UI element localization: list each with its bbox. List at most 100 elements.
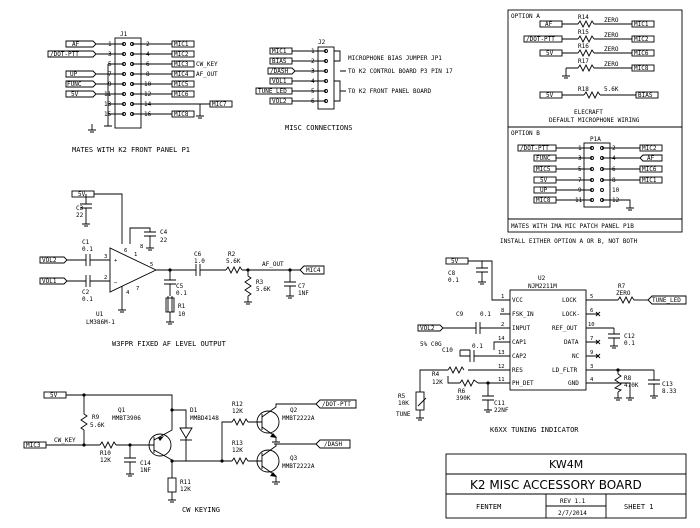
option-a-r18-ref: R18 xyxy=(578,86,589,93)
j1-flag-mic6-label: MIC6 xyxy=(174,91,189,98)
cw-dot-ptt-label: /DOT-PTT xyxy=(322,401,351,408)
j1-flag-dot-ptt xyxy=(47,50,97,58)
q2-leads xyxy=(256,403,316,445)
c11-val: 22NF xyxy=(494,407,509,414)
cw-node-base xyxy=(128,443,132,447)
j2-ref: J2 xyxy=(318,39,326,46)
j1-flag-mic2-label: MIC2 xyxy=(174,51,189,58)
option-b-right-flags: MIC2 AF MIC6 MIC1 xyxy=(639,144,663,184)
r5-ref: R5 xyxy=(398,393,406,400)
u2-left-pins: 1 VCC 8 FSK_IN 2 INPUT 14 CAP1 13 CAP2 1… xyxy=(498,294,534,387)
r11-symbol xyxy=(167,477,177,493)
option-b-pin-5: 5 xyxy=(578,166,582,173)
option-b-pin-9: 9 xyxy=(578,187,582,194)
tune-res-wires xyxy=(419,369,500,392)
cw-dash-flag xyxy=(315,439,351,449)
option-a-r14-val: ZERO xyxy=(604,17,619,24)
option-b-pin-3: 3 xyxy=(578,155,582,162)
option-b-flag-5v: 5V xyxy=(540,177,548,184)
option-a-row-1-left: AF xyxy=(545,21,553,28)
af-node-1 xyxy=(168,268,172,272)
af-mic4-label: MIC4 xyxy=(306,267,321,274)
tune-node-ph xyxy=(486,381,490,385)
u2-pin-13: 13 xyxy=(498,350,505,356)
u2-pin-5: 5 xyxy=(590,294,593,300)
c9-val: 0.1 xyxy=(480,311,491,318)
option-a-row-1-right: MIC1 xyxy=(634,21,649,28)
q1-arrow xyxy=(158,436,164,441)
r2-ref: R2 xyxy=(228,251,236,258)
j1-flag-af xyxy=(65,40,97,48)
j1-flag-mic1 xyxy=(171,40,195,48)
option-b-left-wires xyxy=(556,147,592,201)
u2-pin-cap1: CAP1 xyxy=(512,339,527,346)
r1-val: 10 xyxy=(178,311,186,318)
r9-symbol xyxy=(80,413,88,431)
title-block-frame xyxy=(445,453,687,519)
af-input-caps xyxy=(67,254,110,287)
u2-pin-7: 7 xyxy=(590,336,593,342)
option-b-pin-2: 2 xyxy=(612,145,616,152)
u2-pin-ld-fltr: LD_FLTR xyxy=(552,367,578,374)
option-a-r15-val: ZERO xyxy=(604,32,619,39)
c9-ref: C9 xyxy=(456,311,464,318)
j2-note-bias: MICROPHONE BIAS JUMPER JP1 xyxy=(348,55,442,62)
af-vol2-flag xyxy=(39,256,68,264)
j1-ground xyxy=(88,124,96,133)
j1-flag-mic3 xyxy=(171,60,195,68)
j1-flag-mic7-label: MIC7 xyxy=(212,101,227,108)
j2-pin-2: 2 xyxy=(311,58,315,65)
option-a-row-2: /DOT-PTT R15 ZERO MIC2 xyxy=(523,29,655,44)
c10-val: 0.1 xyxy=(472,343,483,350)
option-b-flag-mic1: MIC1 xyxy=(642,177,657,184)
tune-led-label: TUNE_LED xyxy=(652,297,681,304)
r7-ref: R7 xyxy=(618,283,626,290)
r7-val: ZERO xyxy=(616,290,631,297)
u1-pin-4: 4 xyxy=(126,290,130,296)
c9-symbol xyxy=(443,322,500,334)
j1-body xyxy=(114,37,142,129)
u2-pin-1: 1 xyxy=(501,294,504,300)
j1-pin-13: 13 xyxy=(104,101,112,108)
option-a-row-4: R17 ZERO MIC8 xyxy=(562,58,655,79)
af-node-3 xyxy=(288,268,292,272)
j1-flag-mic5-label: MIC5 xyxy=(174,81,189,88)
af-vol2-label: VOL2 xyxy=(42,257,57,264)
d1-symbol xyxy=(179,427,193,439)
u2-pin-12: 12 xyxy=(498,364,505,370)
j1-flag-mic7 xyxy=(209,100,233,108)
j1-mic7-ground xyxy=(196,104,204,119)
j2-pin-contacts xyxy=(324,49,328,103)
r1-symbol xyxy=(165,297,175,313)
r11-val: 12K xyxy=(180,486,191,493)
q3-val: MMBT2222A xyxy=(282,463,315,470)
c6-val: 1.0 xyxy=(194,258,205,265)
c12-ref: C12 xyxy=(624,333,635,340)
u2-pin-lock-neg: LOCK- xyxy=(562,311,580,318)
r5-val: 10K xyxy=(398,400,409,407)
option-a-row-3: 5V R16 ZERO MIC6 xyxy=(539,43,655,58)
j1-flag-dot-ptt-label: /DOT-PTT xyxy=(50,51,79,58)
tune-vol2-label: VOL2 xyxy=(420,325,435,332)
cw-5v-label: 5V xyxy=(50,392,58,399)
u1-pin-5: 5 xyxy=(150,262,153,268)
r1-ground xyxy=(166,312,174,325)
j1-flag-mic3-label: MIC3 xyxy=(174,61,189,68)
j1-flag-5v xyxy=(65,90,97,98)
c6-symbol xyxy=(195,264,201,276)
j1-pin-8: 8 xyxy=(146,71,150,78)
r4-symbol xyxy=(447,365,465,375)
r6-symbol xyxy=(459,378,479,388)
option-a-row-3-left: 5V xyxy=(546,50,554,57)
j2-pin-4: 4 xyxy=(311,78,315,85)
j1-flag-mic8 xyxy=(171,110,195,118)
cw-node-supply xyxy=(82,393,86,397)
c13-val: 8.33 xyxy=(662,388,677,395)
u1-pin-7: 7 xyxy=(136,286,139,292)
u2-pin-vcc: VCC xyxy=(512,297,523,304)
r2-val: 5.6K xyxy=(226,258,241,265)
j1-flag-up xyxy=(65,70,97,78)
c14-ref: C14 xyxy=(140,460,151,467)
r10-symbol xyxy=(99,440,117,450)
u2-pin-3: 3 xyxy=(590,364,593,370)
